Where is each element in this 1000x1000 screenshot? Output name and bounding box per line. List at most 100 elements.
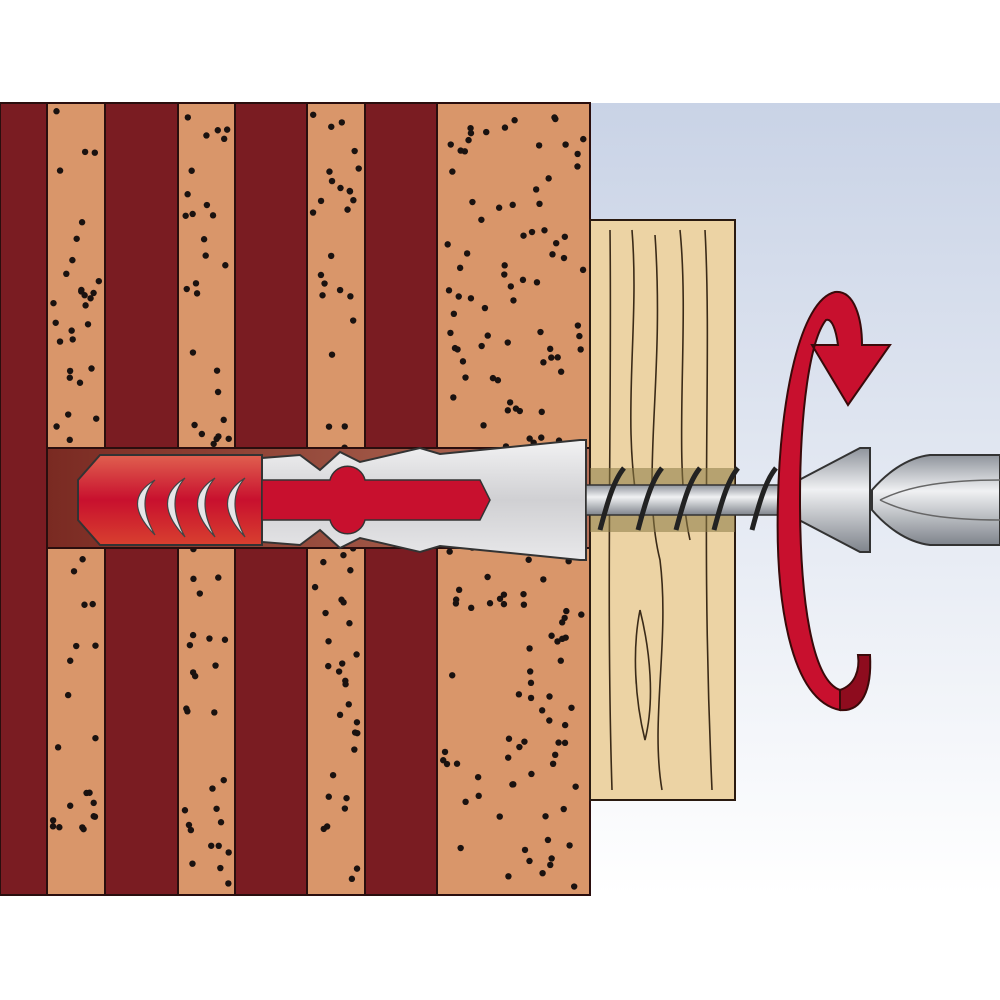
pore-dot — [353, 651, 360, 658]
pore-dot — [521, 846, 529, 854]
pore-dot — [509, 201, 516, 209]
pore-dot — [328, 177, 336, 185]
pore-dot — [467, 295, 475, 302]
pore-dot — [484, 573, 491, 581]
pore-dot — [215, 842, 222, 850]
pore-dot — [92, 734, 99, 742]
pore-dot — [560, 254, 568, 262]
pore-dot — [562, 141, 569, 148]
pore-dot — [570, 883, 578, 890]
pore-dot — [49, 823, 57, 830]
pore-dot — [526, 435, 533, 442]
pore-dot — [574, 322, 582, 329]
pore-dot — [341, 423, 348, 430]
pore-dot — [500, 591, 508, 598]
pore-dot — [343, 794, 350, 802]
pore-dot — [505, 873, 512, 880]
pore-dot — [504, 407, 512, 414]
pore-dot — [323, 823, 331, 830]
pore-dot — [214, 388, 222, 396]
pore-dot — [208, 842, 215, 849]
pore-dot — [496, 595, 504, 602]
pore-dot — [348, 875, 356, 883]
pore-dot — [78, 286, 85, 294]
pore-dot — [520, 232, 527, 239]
thread — [635, 466, 664, 531]
pore-dot — [505, 754, 512, 761]
pore-dot — [578, 611, 585, 618]
pore-dot — [203, 132, 210, 139]
thread — [749, 466, 778, 531]
pore-dot — [220, 776, 227, 784]
pore-dot — [68, 327, 75, 334]
pore-dot — [328, 123, 335, 130]
pore-dot — [326, 168, 333, 175]
pore-dot — [182, 212, 189, 219]
pore-dot — [478, 342, 485, 350]
pore-dot — [527, 694, 535, 702]
pore-dot — [560, 805, 567, 813]
pore-dot — [561, 721, 569, 729]
pore-dot — [309, 209, 317, 216]
pore-dot — [443, 760, 451, 768]
pore-dot — [73, 235, 80, 242]
pore-dot — [447, 329, 454, 337]
pore-dot — [520, 601, 528, 608]
pore-dot — [486, 600, 494, 607]
pore-dot — [538, 408, 545, 416]
pore-dot — [225, 849, 232, 856]
anchor-plug — [77, 439, 587, 561]
pore-dot — [527, 679, 535, 687]
pore-dot — [561, 233, 569, 240]
pore-dot — [56, 338, 64, 345]
pore-dot — [465, 136, 472, 144]
pore-dot — [467, 124, 474, 132]
pore-dot — [53, 423, 60, 430]
pore-dot — [206, 635, 213, 642]
plug-red-core — [261, 465, 491, 535]
pore-dot — [67, 802, 74, 809]
pore-dot — [209, 785, 216, 792]
pore-dot — [501, 262, 508, 269]
pore-dot — [509, 781, 516, 788]
pore-dot — [526, 668, 534, 675]
pore-dot — [213, 435, 220, 443]
pore-dot — [474, 773, 482, 781]
pore-dot — [337, 184, 344, 192]
pore-dot — [469, 198, 476, 206]
pore-dot — [549, 251, 556, 258]
pore-dot — [87, 295, 94, 302]
pore-dot — [566, 842, 573, 849]
pore-dot — [181, 807, 189, 814]
pore-dot — [345, 701, 352, 708]
pore-dot — [66, 436, 73, 444]
pore-dot — [191, 421, 198, 429]
pore-dot — [444, 241, 451, 248]
pore-dot — [91, 149, 99, 156]
pore-dot — [309, 111, 317, 118]
pore-dot — [506, 399, 514, 406]
pore-dot — [225, 880, 232, 887]
pore-dot — [455, 586, 463, 594]
pore-dot — [189, 349, 197, 356]
pore-dot — [73, 642, 80, 650]
pore-dot — [535, 142, 543, 149]
pore-dot — [70, 568, 78, 575]
pore-dot — [184, 708, 191, 715]
pore-dot — [335, 668, 343, 675]
pore-dot — [447, 141, 454, 148]
pore-dot — [446, 548, 453, 555]
pore-dot — [56, 167, 64, 174]
pore-dot — [481, 304, 489, 312]
pore-dot — [196, 590, 204, 597]
pore-dot — [215, 574, 222, 581]
pore-dot — [321, 280, 328, 287]
pore-dot — [504, 339, 511, 346]
pore-dot — [347, 293, 354, 300]
pore-dot — [64, 691, 72, 699]
pore-dot — [510, 297, 517, 304]
pore-dot — [455, 293, 462, 300]
pore-dot — [505, 735, 513, 742]
screw — [585, 447, 871, 553]
pore-dot — [344, 206, 351, 213]
